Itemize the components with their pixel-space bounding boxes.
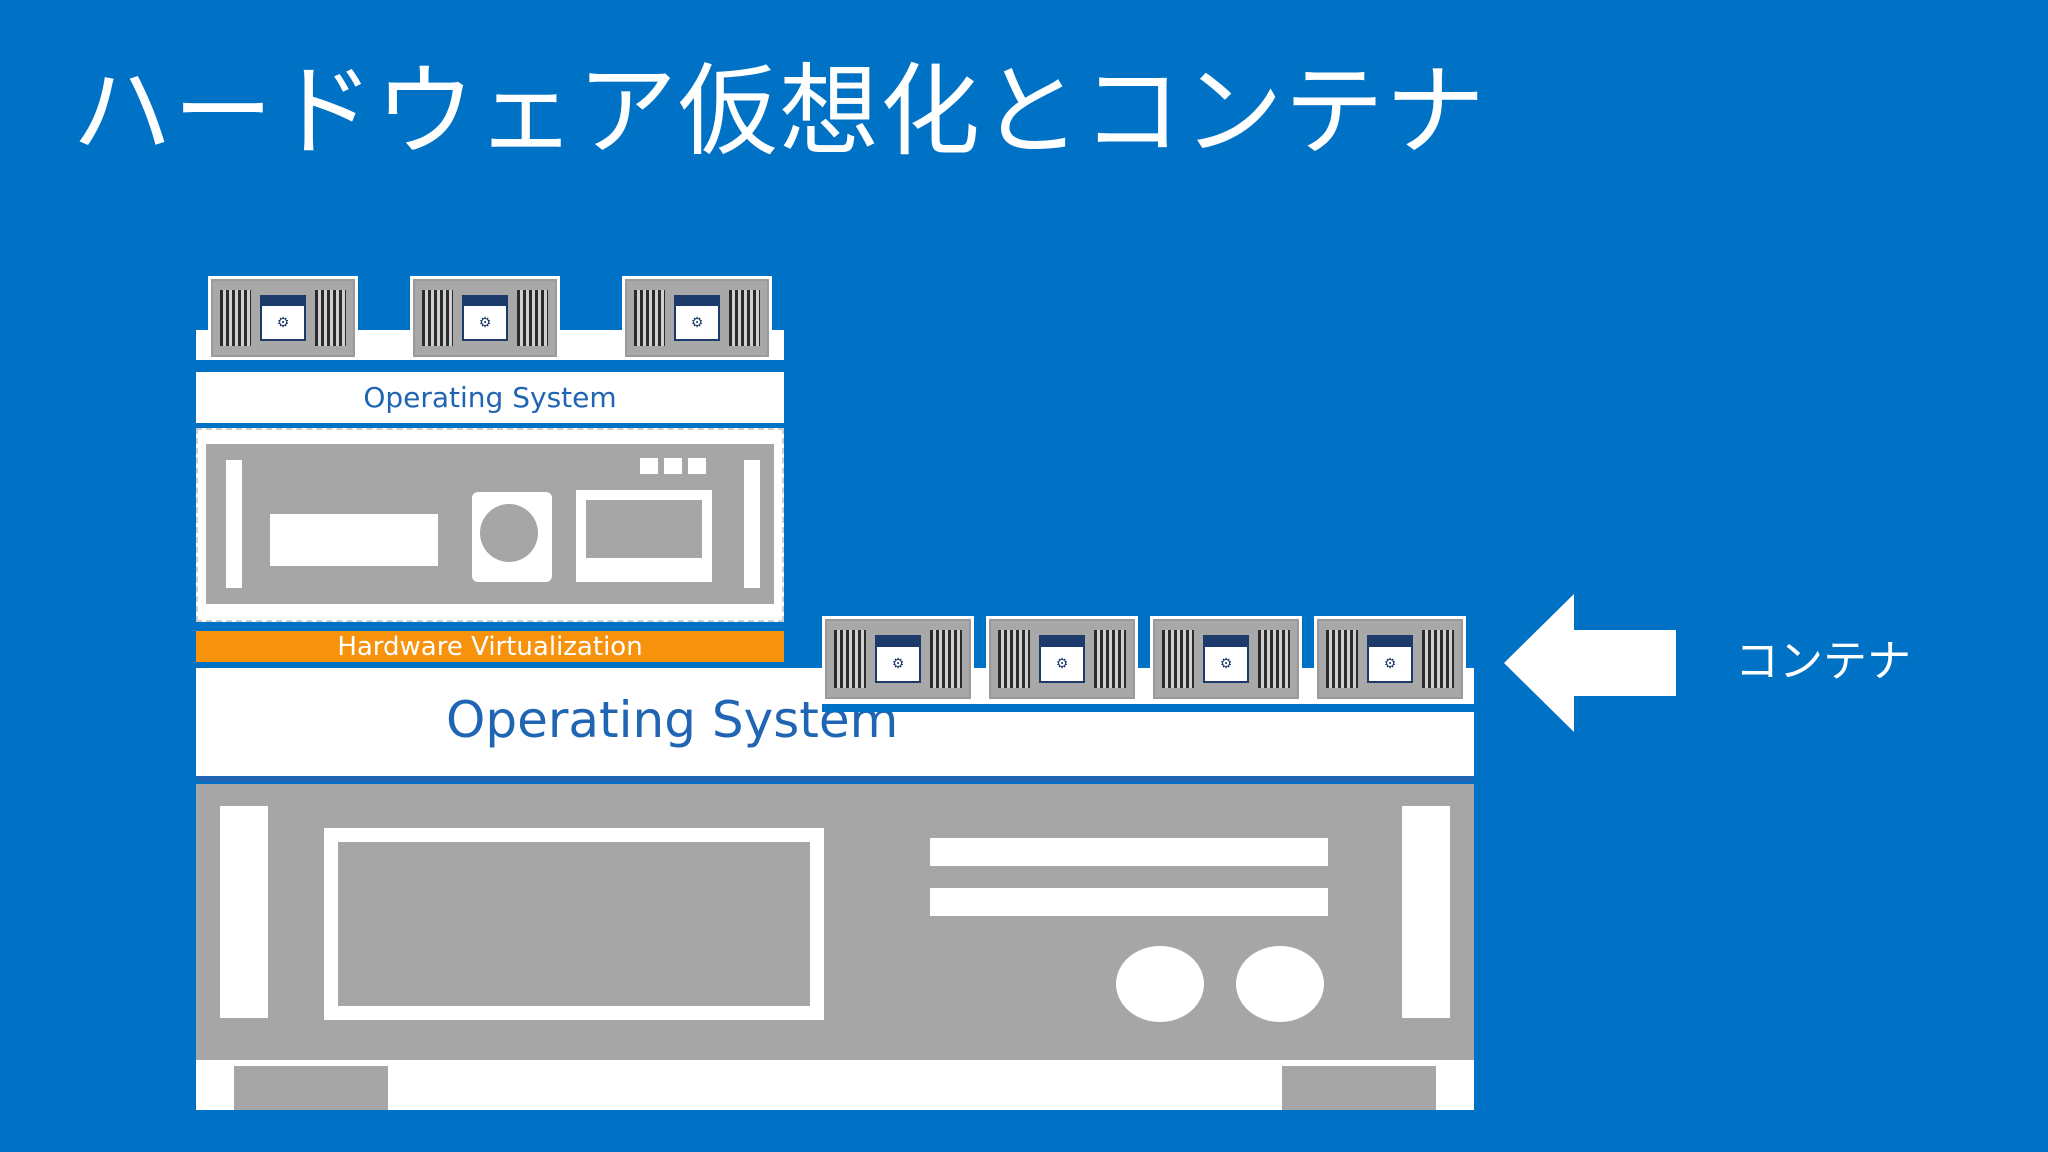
physical-server <box>196 784 1474 1060</box>
server-base <box>196 1060 1474 1110</box>
app-window-icon: ⚙ <box>874 635 922 683</box>
hardware-virtualization-layer: Hardware Virtualization <box>196 631 784 662</box>
container-icon: ⚙ <box>986 616 1138 702</box>
app-window-icon: ⚙ <box>259 294 307 342</box>
container-icon: ⚙ <box>208 276 358 360</box>
container-icon: ⚙ <box>410 276 560 360</box>
gear-icon: ⚙ <box>1219 656 1233 673</box>
gear-icon: ⚙ <box>891 656 905 673</box>
virtual-hardware <box>196 428 784 622</box>
container-icon: ⚙ <box>822 616 974 702</box>
container-tray-divider <box>822 704 1474 712</box>
memory-icon <box>270 514 438 566</box>
vm-os-label: Operating System <box>196 372 784 423</box>
hard-disk-icon <box>472 492 552 582</box>
gear-icon: ⚙ <box>690 315 704 332</box>
app-window-icon: ⚙ <box>1202 635 1250 683</box>
host-os-label: Operating System <box>446 691 899 749</box>
app-window-icon: ⚙ <box>673 294 721 342</box>
arrow-left-icon <box>1504 594 1676 732</box>
container-icon: ⚙ <box>1150 616 1302 702</box>
host-os-underline <box>196 776 1474 782</box>
gear-icon: ⚙ <box>1055 656 1069 673</box>
gear-icon: ⚙ <box>276 315 290 332</box>
container-icon: ⚙ <box>622 276 772 360</box>
container-callout-label: コンテナ <box>1735 636 1911 687</box>
app-window-icon: ⚙ <box>1038 635 1086 683</box>
gear-icon: ⚙ <box>478 315 492 332</box>
app-window-icon: ⚙ <box>1366 635 1414 683</box>
monitor-icon <box>576 490 712 582</box>
slide-title: ハードウェア仮想化とコンテナ <box>72 53 1486 170</box>
gear-icon: ⚙ <box>1383 656 1397 673</box>
container-icon: ⚙ <box>1314 616 1466 702</box>
app-window-icon: ⚙ <box>461 294 509 342</box>
server-panel <box>324 828 824 1020</box>
vm-tray-divider <box>196 360 784 370</box>
